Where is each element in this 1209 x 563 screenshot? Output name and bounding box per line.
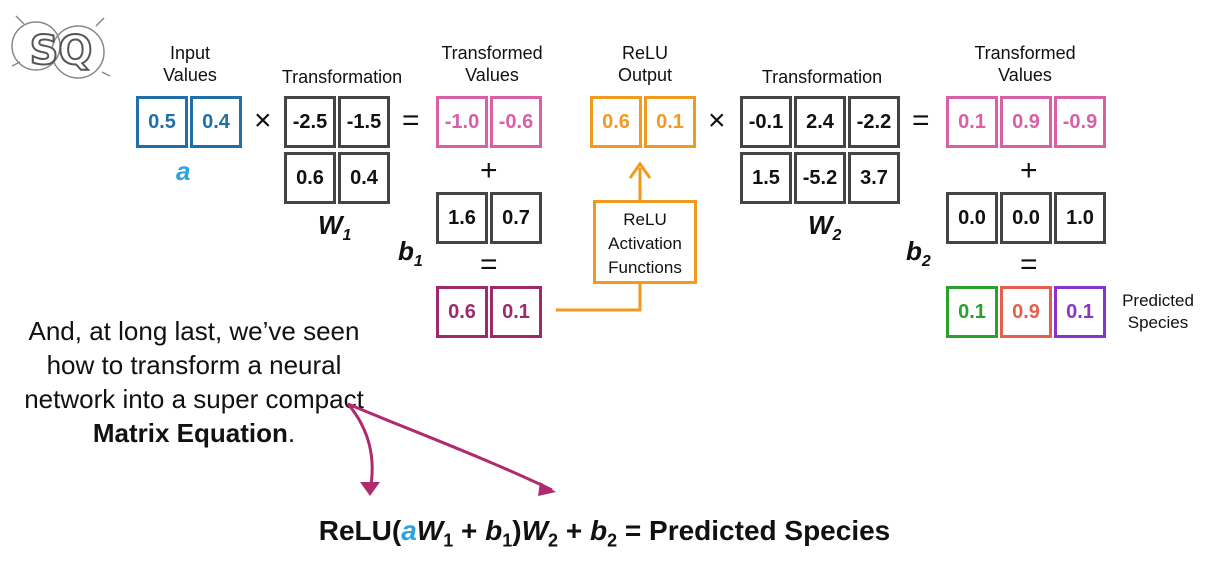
w2-cell: -2.2	[848, 96, 900, 148]
w1-cell: 0.4	[338, 152, 390, 204]
b1-name: b1	[398, 236, 423, 271]
relu-connector-arrow	[556, 161, 652, 312]
t2-cell: 0.1	[946, 96, 998, 148]
sum1-cell: 0.1	[490, 286, 542, 338]
transformation-2-label: Transformation	[761, 67, 883, 87]
pointer-arrows	[346, 402, 556, 496]
b1-cell: 0.7	[490, 192, 542, 244]
plus-operator: +	[480, 154, 498, 187]
w2-cell: -0.1	[740, 96, 792, 148]
b2-name: b2	[906, 236, 931, 271]
svg-text:SQ: SQ	[30, 28, 93, 74]
b2-cell: 0.0	[1000, 192, 1052, 244]
w1-cell: -1.5	[338, 96, 390, 148]
sum1-cell: 0.6	[436, 286, 488, 338]
w1-cell: 0.6	[284, 152, 336, 204]
a-cell: 0.4	[190, 96, 242, 148]
transformation-1-label: Transformation	[281, 67, 403, 87]
b2-cell: 0.0	[946, 192, 998, 244]
narrative-text: And, at long last, we’ve seen how to tra…	[24, 316, 364, 448]
t1-cell: -1.0	[436, 96, 488, 148]
equals-operator: =	[912, 104, 930, 137]
relu-activation-box: ReLU Activation Functions	[593, 200, 697, 284]
statquest-logo-icon: SQ	[11, 15, 111, 79]
a-cell: 0.5	[136, 96, 188, 148]
w2-cell: 1.5	[740, 152, 792, 204]
plus-operator: +	[1020, 154, 1038, 187]
t2-cell: -0.9	[1054, 96, 1106, 148]
equals-operator: =	[480, 248, 498, 281]
w2-cell: -5.2	[794, 152, 846, 204]
w2-cell: 3.7	[848, 152, 900, 204]
w2-name: W2	[808, 210, 842, 245]
w1-name: W1	[318, 210, 352, 245]
matrix-equation: ReLU(aW1 + b1)W2 + b2 = Predicted Specie…	[318, 515, 891, 551]
w2-cell: 2.4	[794, 96, 846, 148]
b1-cell: 1.6	[436, 192, 488, 244]
pred-cell: 0.1	[946, 286, 998, 338]
b2-cell: 1.0	[1054, 192, 1106, 244]
t1-cell: -0.6	[490, 96, 542, 148]
w1-cell: -2.5	[284, 96, 336, 148]
relu-output-cell: 0.6	[590, 96, 642, 148]
equals-operator: =	[402, 104, 420, 137]
pred-cell: 0.9	[1000, 286, 1052, 338]
equals-operator: =	[1020, 248, 1038, 281]
a-name: a	[176, 156, 191, 186]
times-operator: ×	[708, 104, 726, 137]
times-operator: ×	[254, 104, 272, 137]
t2-cell: 0.9	[1000, 96, 1052, 148]
pred-cell: 0.1	[1054, 286, 1106, 338]
relu-output-cell: 0.1	[644, 96, 696, 148]
